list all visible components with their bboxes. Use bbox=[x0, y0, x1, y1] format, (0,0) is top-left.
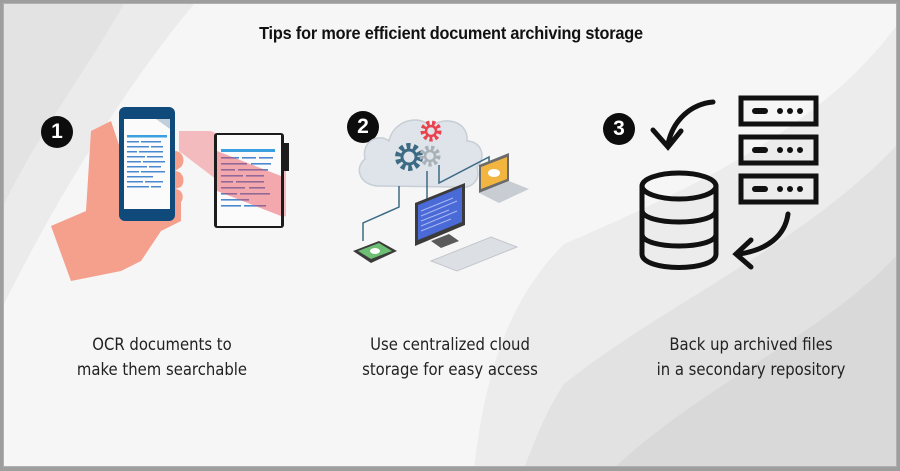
infographic-canvas: Tips for more efficient document archivi… bbox=[3, 3, 897, 467]
database-server-backup-icon bbox=[639, 95, 819, 270]
step-3-caption-line2: in a secondary repository bbox=[656, 360, 846, 379]
step-3-caption: Back up archived files in a secondary re… bbox=[625, 332, 877, 382]
phone-ocr-scan-icon bbox=[51, 107, 289, 281]
step-3-caption-line1: Back up archived files bbox=[669, 335, 833, 354]
gear-red-icon bbox=[420, 120, 442, 142]
step-2-caption: Use centralized cloud storage for easy a… bbox=[324, 332, 576, 382]
gear-gray-icon bbox=[419, 145, 441, 167]
step-2-number-badge: 2 bbox=[347, 111, 379, 143]
cloud-network-devices-icon bbox=[353, 119, 529, 272]
step-2-caption-line2: storage for easy access bbox=[362, 360, 538, 379]
step-1-caption-line2: make them searchable bbox=[76, 360, 248, 379]
page-title: Tips for more efficient document archivi… bbox=[259, 23, 643, 43]
step-3-number-badge: 3 bbox=[603, 113, 635, 145]
server-rack-icon bbox=[738, 95, 819, 205]
database-icon bbox=[639, 170, 719, 270]
step-1-caption-line1: OCR documents to bbox=[92, 335, 232, 354]
arrow-in-icon bbox=[650, 99, 716, 151]
step-1-caption: OCR documents to make them searchable bbox=[36, 332, 288, 382]
arrow-out-icon bbox=[732, 211, 791, 270]
step-1-number-badge: 1 bbox=[41, 116, 73, 148]
step-2-caption-line1: Use centralized cloud bbox=[370, 335, 530, 354]
